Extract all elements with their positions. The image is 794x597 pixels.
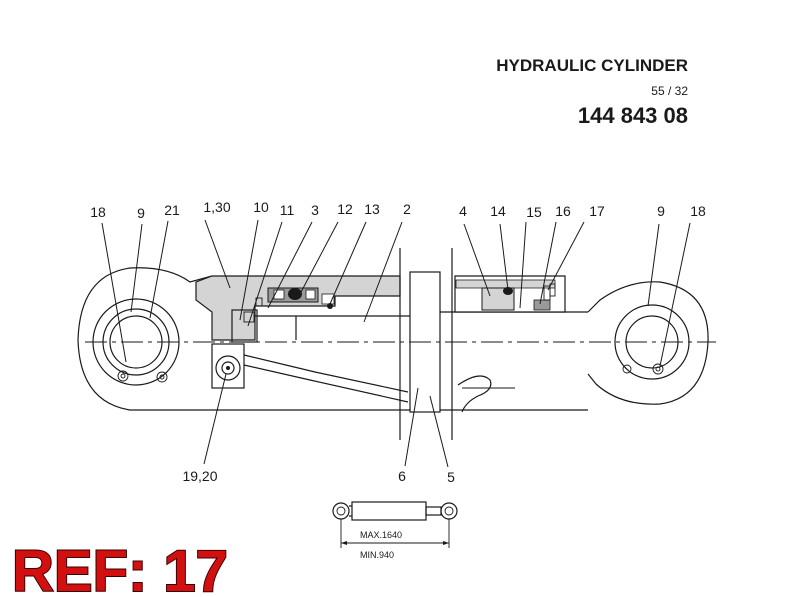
callout-label: 18 [690,203,706,219]
max-length-label: MAX.1640 [360,530,402,540]
callout-label: 6 [398,468,406,484]
callout-label: 10 [253,199,269,215]
callout-label: 3 [311,202,319,218]
diagram-title: HYDRAULIC CYLINDER [496,56,688,75]
callout-label: 9 [137,205,145,221]
callout-label: 13 [364,201,380,217]
callout-label: 14 [490,203,506,219]
callout-label: 16 [555,203,571,219]
ref-badge: REF: 17 [12,539,228,597]
callouts: 18 9 21 1,30 10 11 3 12 13 2 4 14 15 16 … [90,199,706,485]
min-length-label: MIN.940 [360,550,394,560]
right-eye [587,281,709,405]
rod-guide [454,275,566,313]
callout-label: 15 [526,204,542,220]
callout-label: 4 [459,203,467,219]
callout-label: 17 [589,203,605,219]
callout-label: 2 [403,201,411,217]
cylinder-drawing [77,248,716,440]
callout-label: 1,30 [203,199,230,215]
callout-label: 19,20 [182,468,217,484]
part-number: 144 843 08 [578,103,688,128]
callout-label: 9 [657,203,665,219]
callout-label: 18 [90,204,106,220]
page-number: 55 / 32 [651,84,688,98]
port-block [211,343,245,389]
callout-label: 5 [447,469,455,485]
left-eye [77,267,213,411]
stroke-length-diagram: MAX.1640 MIN.940 [332,501,458,560]
callout-label: 21 [164,202,180,218]
cylinder-head [195,275,401,343]
callout-label: 11 [280,202,295,218]
callout-label: 12 [337,201,353,217]
